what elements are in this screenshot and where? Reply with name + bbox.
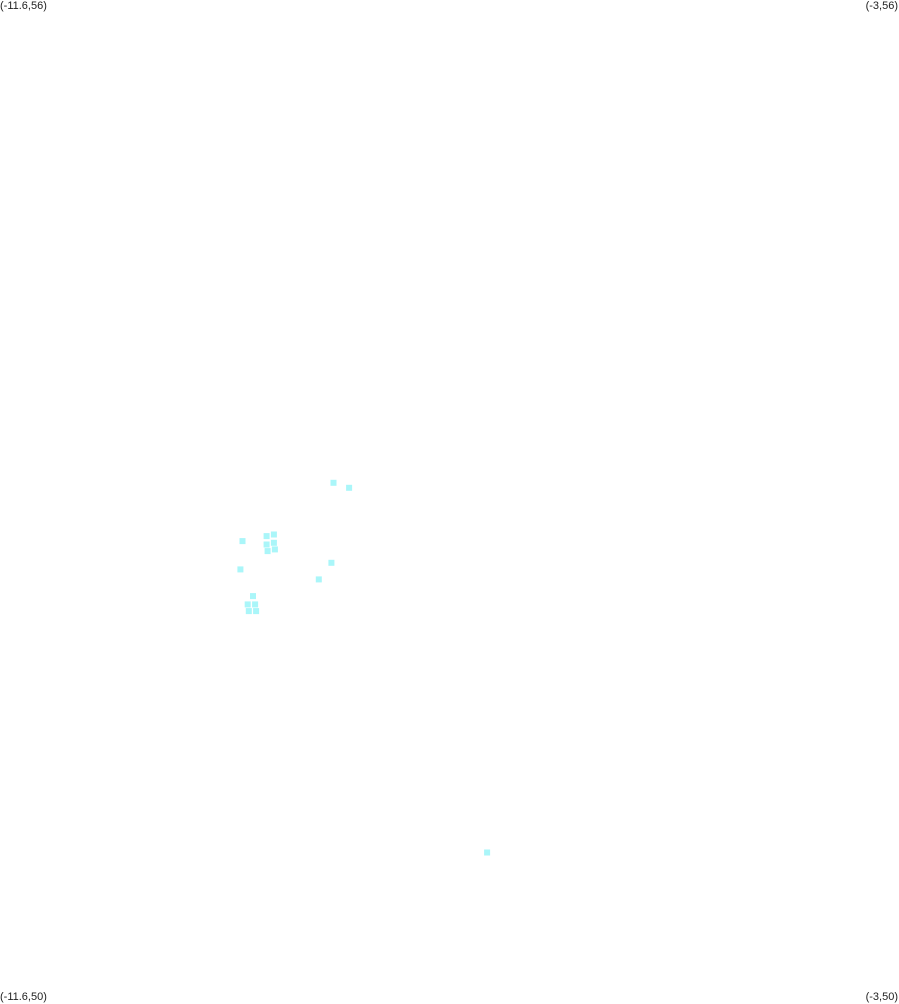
map-point-marker[interactable]: [263, 533, 270, 540]
map-point-marker[interactable]: [271, 546, 278, 553]
map-point-marker[interactable]: [264, 548, 271, 555]
map-point-marker[interactable]: [239, 538, 246, 545]
map-point-marker[interactable]: [263, 541, 270, 548]
corner-label-top-left: (-11.6,56): [0, 0, 47, 12]
map-point-marker[interactable]: [245, 608, 252, 615]
corner-label-top-right: (-3,56): [865, 0, 898, 12]
map-point-marker[interactable]: [237, 566, 244, 573]
map-point-marker[interactable]: [484, 849, 491, 856]
map-point-marker[interactable]: [346, 484, 353, 491]
map-point-marker[interactable]: [328, 559, 335, 566]
map-point-marker[interactable]: [270, 539, 277, 546]
points-layer: [237, 479, 491, 856]
map-point-marker[interactable]: [250, 593, 256, 600]
map-point-marker[interactable]: [252, 601, 259, 608]
map-point-marker[interactable]: [330, 479, 337, 486]
map-point-marker[interactable]: [270, 531, 277, 538]
corner-label-bottom-right: (-3,50): [865, 991, 898, 1003]
map-point-marker[interactable]: [244, 601, 251, 608]
map-point-marker[interactable]: [315, 576, 322, 583]
map-point-marker[interactable]: [253, 608, 260, 615]
corner-label-bottom-left: (-11.6,50): [0, 991, 47, 1003]
